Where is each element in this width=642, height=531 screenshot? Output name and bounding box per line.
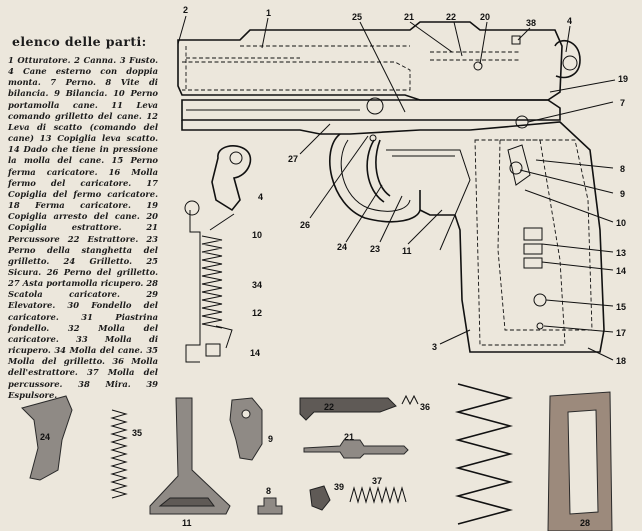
- label-top-21: 21: [404, 12, 414, 22]
- front-sight: [511, 35, 521, 45]
- slide-front-dash: [185, 45, 410, 90]
- pin-17: [536, 322, 544, 330]
- trigger: [366, 139, 391, 203]
- label-part-8: 8: [266, 486, 271, 496]
- part-trigger-spring: [110, 409, 128, 499]
- label-right-19: 19: [618, 74, 628, 84]
- part-trigger: [21, 395, 73, 481]
- part-sear-hole: [241, 409, 251, 419]
- label-mid-3: 3: [432, 342, 437, 352]
- trigger-guard: [329, 133, 421, 223]
- label-part-21: 21: [344, 432, 354, 442]
- sear-lever: [507, 144, 531, 186]
- label-part-24: 24: [40, 432, 50, 442]
- pin-9: [509, 161, 523, 175]
- label-right-13: 13: [616, 248, 626, 258]
- label-part-9: 9: [268, 434, 273, 444]
- barrel-outline: [182, 61, 411, 91]
- callout-lines: [177, 15, 616, 361]
- hammer-spring-coils: [201, 235, 223, 329]
- trigger-bar: [386, 149, 471, 251]
- label-top-22: 22: [446, 12, 456, 22]
- part-recoil-spring: [454, 383, 514, 525]
- grip-outline: [419, 121, 605, 353]
- frame-body: [181, 120, 470, 135]
- pin-20: [473, 61, 483, 71]
- label-assy-10: 10: [252, 230, 262, 240]
- legend-title: elenco delle parti:: [12, 34, 147, 49]
- part-extractor: [299, 397, 397, 421]
- hammer: [554, 39, 581, 79]
- striker: [430, 51, 520, 61]
- labels: 2 1 25 21 22 20 38 4 19 7 8 9 10 13 14 1…: [40, 5, 628, 528]
- trigger-pin: [369, 134, 377, 142]
- pistol-side-view: [177, 21, 605, 353]
- safety: [366, 97, 384, 115]
- label-mid-24: 24: [337, 242, 347, 252]
- label-right-10: 10: [616, 218, 626, 228]
- label-assy-34: 34: [252, 280, 262, 290]
- pin-15: [533, 293, 547, 307]
- label-part-28: 28: [580, 518, 590, 528]
- label-top-20: 20: [480, 12, 490, 22]
- part-firing-pin-spring: [349, 486, 407, 504]
- label-assy-14: 14: [250, 348, 260, 358]
- label-part-35: 35: [132, 428, 142, 438]
- label-top-1: 1: [266, 8, 271, 18]
- part-extractor-spring: [401, 394, 419, 406]
- magazine-dash: [474, 139, 566, 346]
- label-right-8: 8: [620, 164, 625, 174]
- label-right-18: 18: [616, 356, 626, 366]
- label-mid-11: 11: [402, 246, 412, 256]
- part-sear: [229, 397, 263, 461]
- grip-panel: [497, 139, 593, 331]
- label-top-38: 38: [526, 18, 536, 28]
- part-trigger-bar: [149, 397, 231, 515]
- loose-parts: [21, 383, 613, 531]
- label-part-37: 37: [372, 476, 382, 486]
- part-trigger-bar-shade: [158, 497, 215, 507]
- spring-nut: [205, 343, 221, 357]
- label-part-36: 36: [420, 402, 430, 412]
- label-assy-12: 12: [252, 308, 262, 318]
- hammer-ring: [562, 55, 578, 71]
- label-right-14: 14: [616, 266, 626, 276]
- label-right-7: 7: [620, 98, 625, 108]
- label-right-15: 15: [616, 302, 626, 312]
- label-part-22: 22: [324, 402, 334, 412]
- slide-outline: [177, 21, 563, 101]
- label-mid-26: 26: [300, 220, 310, 230]
- label-top-25: 25: [352, 12, 362, 22]
- label-mid-27: 27: [288, 154, 298, 164]
- label-top-2: 2: [183, 5, 188, 15]
- part-magazine-window: [567, 409, 599, 515]
- label-right-17: 17: [616, 328, 626, 338]
- spring-guide: [185, 210, 201, 363]
- label-mid-23: 23: [370, 244, 380, 254]
- hammer-detached-pin: [184, 200, 200, 216]
- pin-7: [515, 115, 529, 129]
- mag-catch-slots: [523, 227, 543, 269]
- hammer-strut: [209, 213, 235, 349]
- label-part-39: 39: [334, 482, 344, 492]
- label-part-11: 11: [182, 518, 192, 528]
- part-ejector: [309, 485, 331, 511]
- legend-parts-list: 1 Otturatore. 2 Canna. 3 Fusto. 4 Cane e…: [8, 55, 158, 400]
- part-screw: [257, 497, 283, 515]
- hammer-spring-assembly: [184, 145, 252, 363]
- label-assy-4: 4: [258, 192, 263, 202]
- label-top-4: 4: [567, 16, 572, 26]
- part-firing-pin: [303, 439, 409, 459]
- label-right-9: 9: [620, 189, 625, 199]
- hammer-detached: [211, 145, 252, 212]
- hammer-detached-hole: [229, 151, 243, 165]
